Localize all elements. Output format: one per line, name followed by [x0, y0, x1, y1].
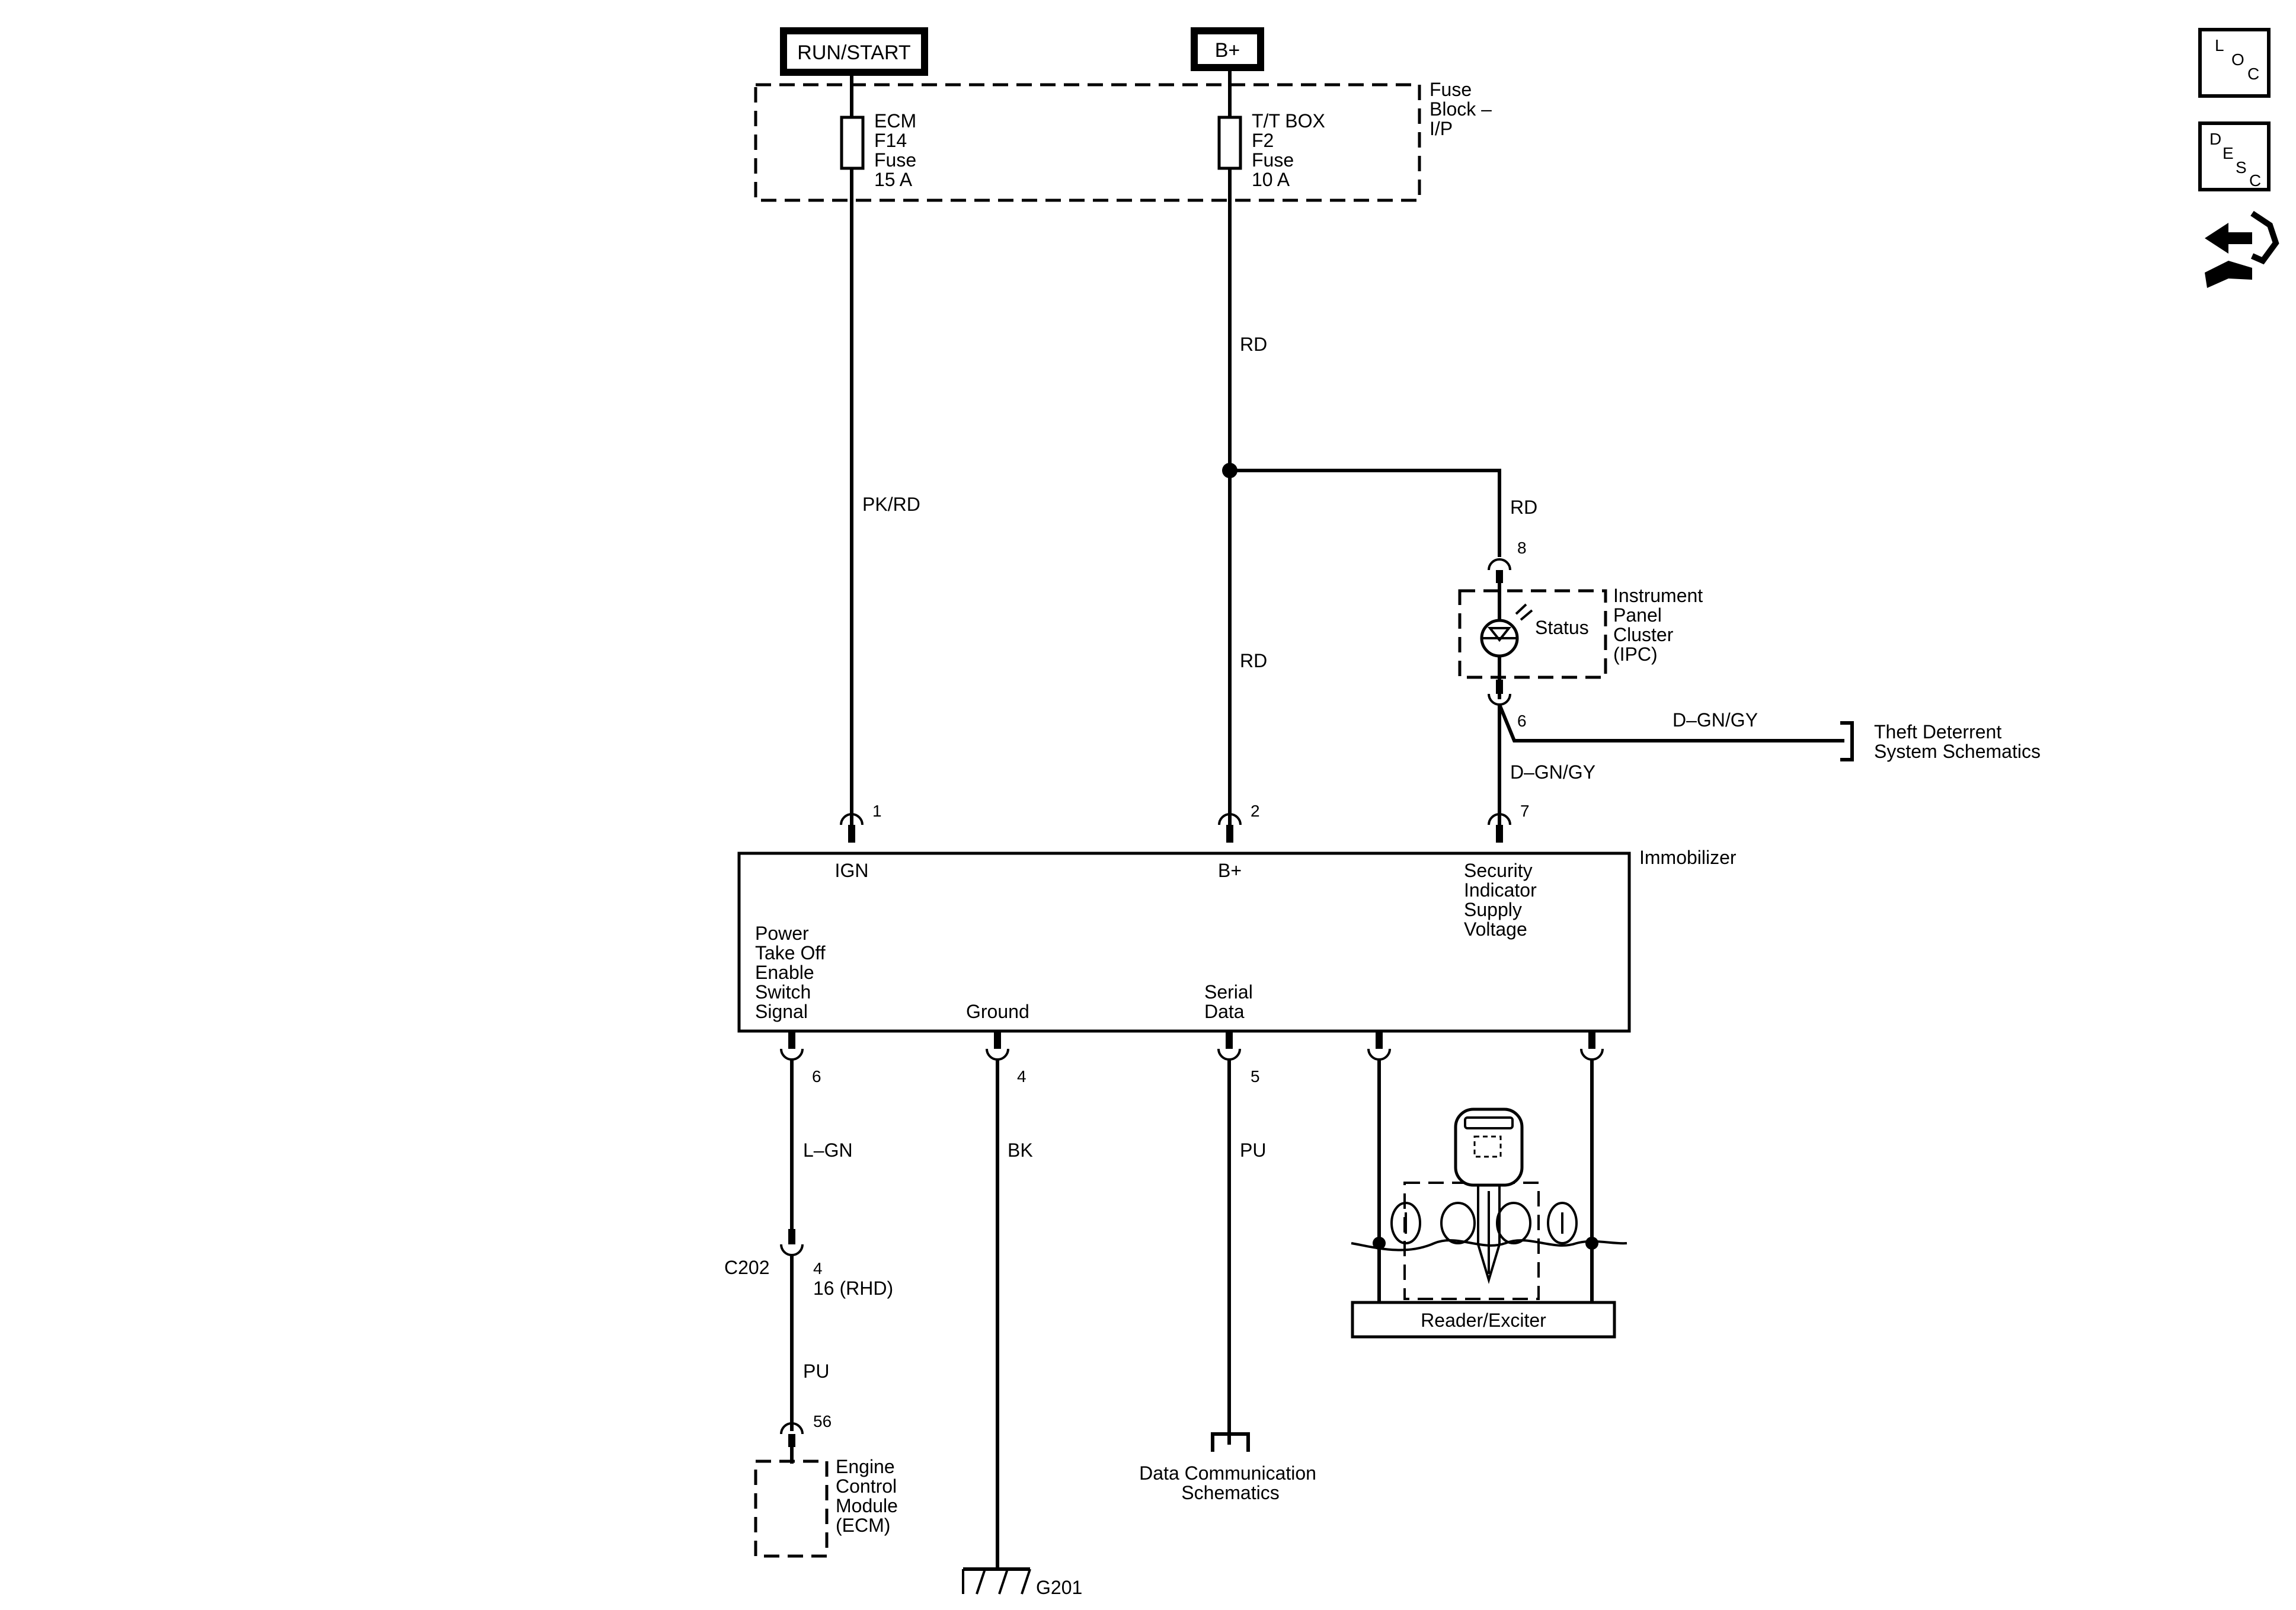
imm-security-label: Security Indicator Supply Voltage — [1464, 860, 1542, 940]
immobilizer-module — [737, 852, 1631, 1033]
svg-text:C: C — [2249, 171, 2261, 190]
loc-button[interactable]: L O C — [2198, 28, 2271, 98]
ipc-outline — [1458, 589, 1607, 679]
ecm-outline — [754, 1459, 829, 1558]
ipc-name-label: Instrument Panel Cluster (IPC) — [1613, 585, 1708, 665]
wire-label-rd-ipc: RD — [1510, 497, 1537, 518]
b-plus-source-box — [1191, 27, 1264, 71]
ipc-status-label: Status — [1535, 617, 1589, 638]
run-start-label: RUN/START — [797, 41, 910, 64]
wire-label-pk-rd: PK/RD — [862, 494, 920, 515]
pin-ipc-8: 8 — [1517, 539, 1527, 557]
svg-text:O: O — [2231, 50, 2244, 69]
svg-text:C: C — [2247, 65, 2259, 83]
pin-c202-16: 16 (RHD) — [813, 1278, 893, 1299]
wire-label-pu-data: PU — [1240, 1140, 1266, 1161]
ecm-label[interactable]: Engine Control Module (ECM) — [836, 1456, 903, 1536]
svg-text:L: L — [2215, 36, 2224, 55]
tt-box-fuse-label: T/T BOX F2 Fuse 10 A — [1252, 110, 1331, 190]
ground-symbol-g201 — [962, 1567, 1031, 1595]
connector-swap-icon[interactable] — [2205, 210, 2279, 288]
imm-serial-label: Serial Data — [1204, 981, 1258, 1022]
pin-c202-4: 4 — [813, 1259, 823, 1278]
wire-label-rd-upper: RD — [1240, 334, 1267, 355]
reader-exciter-label: Reader/Exciter — [1421, 1310, 1546, 1331]
run-start-source-box — [780, 27, 928, 76]
fuse-block-outline — [754, 83, 1421, 202]
desc-button[interactable]: D E S C — [2198, 121, 2271, 191]
svg-text:E: E — [2223, 144, 2234, 162]
wire-label-dgn-gy-horizontal: D–GN/GY — [1673, 709, 1758, 731]
light-rays-icon — [1515, 603, 1533, 621]
pin-ecm-56: 56 — [813, 1412, 832, 1430]
pin-ipc-6: 6 — [1517, 712, 1527, 730]
ground-id-label: G201 — [1036, 1577, 1082, 1598]
pin-imm-7: 7 — [1520, 802, 1530, 820]
pin-imm-6: 6 — [812, 1067, 821, 1086]
wire-label-rd-lower: RD — [1240, 650, 1267, 671]
imm-pto-label: Power Take Off Enable Switch Signal — [755, 923, 830, 1022]
ecm-fuse-label: ECM F14 Fuse 15 A — [874, 110, 922, 190]
pin-imm-4: 4 — [1017, 1067, 1027, 1086]
immobilizer-label: Immobilizer — [1639, 847, 1737, 868]
pin-imm-1: 1 — [872, 802, 882, 820]
data-communication-link[interactable]: Data Communication Schematics — [1139, 1462, 1322, 1503]
theft-deterrent-link[interactable]: Theft Deterrent System Schematics — [1874, 721, 2041, 762]
ecm-fuse-symbol — [840, 116, 865, 170]
imm-ground-label: Ground — [966, 1001, 1029, 1022]
svg-text:S: S — [2236, 158, 2247, 177]
svg-text:D: D — [2209, 130, 2221, 148]
key-icon — [1454, 1108, 1524, 1284]
wire-label-lgn: L–GN — [803, 1140, 853, 1161]
pin-imm-2: 2 — [1251, 802, 1260, 820]
imm-bplus-label: B+ — [1218, 860, 1242, 881]
wire-label-bk: BK — [1008, 1140, 1033, 1161]
reader-inner-outline — [1403, 1182, 1540, 1300]
wire-label-dgn-gy-vertical: D–GN/GY — [1510, 761, 1595, 783]
b-plus-label: B+ — [1215, 39, 1240, 62]
fuse-block-label: Fuse Block – I/P — [1430, 79, 1497, 139]
tt-box-fuse-symbol — [1217, 116, 1242, 170]
pin-imm-5: 5 — [1251, 1067, 1260, 1086]
wire-label-pu-ecm: PU — [803, 1361, 829, 1382]
imm-ign-label: IGN — [835, 860, 869, 881]
reader-exciter-box — [1351, 1301, 1616, 1339]
connector-c202-label: C202 — [724, 1257, 770, 1278]
